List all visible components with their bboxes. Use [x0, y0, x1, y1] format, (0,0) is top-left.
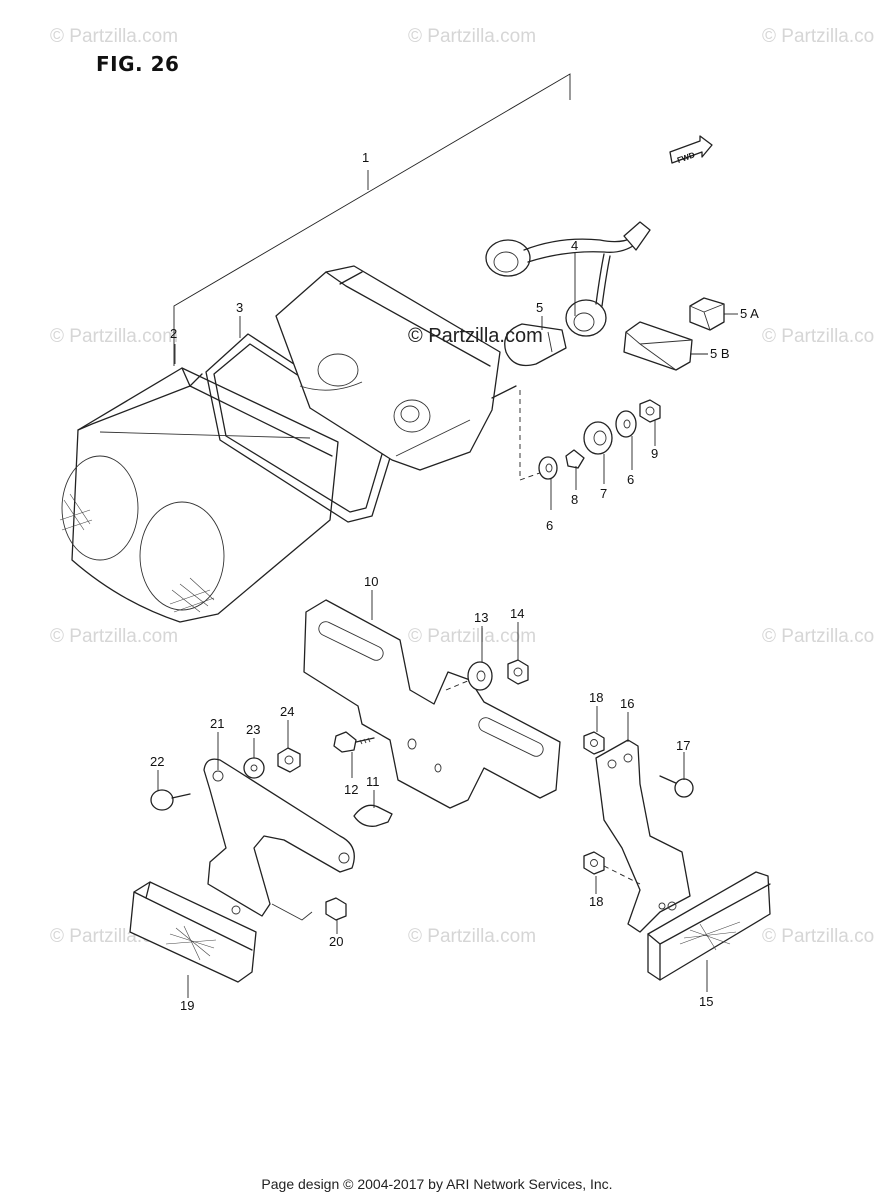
- callout-13: 13: [474, 610, 488, 625]
- taillight-housing: [275, 265, 517, 471]
- callout-1: 1: [362, 150, 369, 165]
- watermark: © Partzilla.com: [408, 26, 537, 47]
- washer-13: [467, 661, 493, 691]
- nut-24: [277, 747, 301, 773]
- collar-8: [565, 449, 585, 469]
- callout-24: 24: [280, 704, 294, 719]
- page-footer: Page design © 2004-2017 by ARI Network S…: [261, 1176, 613, 1192]
- nut-18b: [583, 851, 605, 875]
- callout-12: 12: [344, 782, 358, 797]
- watermark: © Partzilla.com: [762, 326, 874, 347]
- callout-5a: 5 A: [740, 306, 759, 321]
- watermark: © Partzilla.com: [408, 926, 537, 947]
- assembly-bracket: [173, 73, 571, 366]
- callout-5: 5: [536, 300, 543, 315]
- nut-20: [325, 897, 347, 921]
- callout-17: 17: [676, 738, 690, 753]
- callout-11: 11: [366, 774, 380, 789]
- callout-18a: 18: [589, 690, 603, 705]
- washer-6a: [538, 456, 558, 480]
- part-5b-block: [623, 321, 693, 371]
- screw-12: [333, 731, 375, 753]
- fwd-arrow-icon: FWD: [669, 135, 713, 165]
- callout-15: 15: [699, 994, 713, 1009]
- right-reflector: [647, 871, 771, 981]
- callout-6b: 6: [627, 472, 634, 487]
- license-bracket: [303, 599, 561, 809]
- watermark: © Partzilla.com: [50, 626, 179, 647]
- watermark: © Partzilla.com: [50, 326, 179, 347]
- callout-5b: 5 B: [710, 346, 730, 361]
- grommet-7: [583, 421, 613, 455]
- right-reflector-bracket: [595, 739, 691, 933]
- leader-lines: [157, 252, 738, 998]
- lens-gasket: [205, 333, 399, 523]
- nut-9: [639, 399, 661, 423]
- left-reflector: [129, 881, 257, 983]
- callout-21: 21: [210, 716, 224, 731]
- bulb-sockets-harness: [485, 221, 651, 337]
- callout-10: 10: [364, 574, 378, 589]
- watermark: © Partzilla.com: [762, 626, 874, 647]
- callout-14: 14: [510, 606, 524, 621]
- callout-6a: 6: [546, 518, 553, 533]
- screw-17: [659, 775, 694, 798]
- license-bulb-11: [353, 804, 393, 827]
- callout-19: 19: [180, 998, 194, 1013]
- watermark: © Partzilla.com: [50, 26, 179, 47]
- callout-16: 16: [620, 696, 634, 711]
- watermark: © Partzilla.com: [762, 26, 874, 47]
- nut-14: [507, 659, 529, 685]
- center-watermark: © Partzilla.com: [408, 325, 543, 347]
- left-reflector-bracket: [203, 758, 355, 921]
- callout-3: 3: [236, 300, 243, 315]
- callout-23: 23: [246, 722, 260, 737]
- callout-22: 22: [150, 754, 164, 769]
- callout-7: 7: [600, 486, 607, 501]
- callout-labels: 1 2 3 4 5 5 A 5 B 6 6 7 8 9 10 11 12 13 …: [150, 150, 759, 1013]
- figure-title: FIG. 26: [96, 52, 180, 76]
- callout-4: 4: [571, 238, 578, 253]
- washer-23: [243, 757, 265, 779]
- bulb: [504, 323, 567, 367]
- watermark: © Partzilla.com: [762, 926, 874, 947]
- callout-2: 2: [170, 326, 177, 341]
- watermark: © Partzilla.com: [408, 626, 537, 647]
- callout-9: 9: [651, 446, 658, 461]
- callout-8: 8: [571, 492, 578, 507]
- callout-20: 20: [329, 934, 343, 949]
- part-5a-block: [689, 297, 725, 331]
- nut-18a: [583, 731, 605, 755]
- screw-22: [150, 789, 191, 811]
- washer-6b: [615, 410, 637, 438]
- taillight-lens: [59, 367, 339, 623]
- callout-18b: 18: [589, 894, 603, 909]
